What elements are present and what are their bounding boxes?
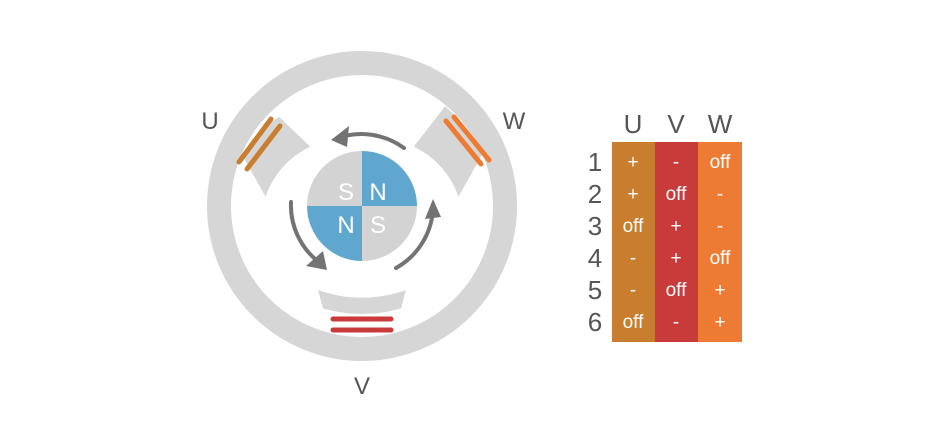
pole-shoe-v xyxy=(318,290,406,314)
coil-v xyxy=(330,316,394,333)
table-cell: + xyxy=(714,312,725,333)
table-header-v: V xyxy=(667,109,685,139)
table-cell: - xyxy=(717,216,723,237)
column-u-band xyxy=(612,142,655,342)
table-cell: off xyxy=(623,312,645,333)
coil-w xyxy=(443,114,492,167)
rotor-pole-top-right: N xyxy=(369,179,386,206)
column-w-band xyxy=(698,142,742,342)
table-header-w: W xyxy=(708,109,733,139)
table-cell: - xyxy=(717,184,723,205)
commutation-table: U V W 1 + - off 2 + off - 3 off + - 4 - … xyxy=(588,109,742,342)
table-cell: + xyxy=(714,280,725,301)
arrowhead-icon xyxy=(331,126,349,147)
table-cell: off xyxy=(666,184,688,205)
row-number: 2 xyxy=(588,179,602,209)
table-cell: - xyxy=(673,312,679,333)
table-cell: + xyxy=(627,184,638,205)
table-cell: - xyxy=(673,152,679,173)
row-number: 5 xyxy=(588,275,602,305)
arrowhead-icon xyxy=(306,251,327,270)
rotor-pole-bottom-left: N xyxy=(337,212,354,239)
coil-u xyxy=(236,116,283,172)
stator-ring xyxy=(207,51,517,361)
table-cell: + xyxy=(670,248,681,269)
table-cell: off xyxy=(666,280,688,301)
rotor-quadrant-top-left xyxy=(307,151,362,206)
table-cell: off xyxy=(710,152,732,173)
row-number: 1 xyxy=(588,147,602,177)
table-cell: off xyxy=(623,216,645,237)
table-cell: + xyxy=(627,152,638,173)
rotor-pole-top-left: S xyxy=(338,179,354,206)
column-v-band xyxy=(655,142,698,342)
table-cell: off xyxy=(710,248,732,269)
table-cell: - xyxy=(630,248,636,269)
rotor-quadrant-top-right xyxy=(362,151,417,206)
phase-label-w: W xyxy=(503,108,526,135)
motor-diagram: S N N S U W V xyxy=(201,51,526,400)
rotor-quadrant-bottom-right xyxy=(362,206,417,261)
table-cell: - xyxy=(630,280,636,301)
row-number: 3 xyxy=(588,211,602,241)
rotor-quadrant-bottom-left xyxy=(307,206,362,261)
rotor: S N N S xyxy=(307,151,417,261)
phase-label-u: U xyxy=(201,108,218,135)
table-cell: + xyxy=(670,216,681,237)
row-number: 6 xyxy=(588,307,602,337)
phase-label-v: V xyxy=(354,373,370,400)
table-header-u: U xyxy=(624,109,643,139)
arrowhead-icon xyxy=(425,199,441,219)
rotor-pole-bottom-right: S xyxy=(370,212,386,239)
row-number: 4 xyxy=(588,243,602,273)
